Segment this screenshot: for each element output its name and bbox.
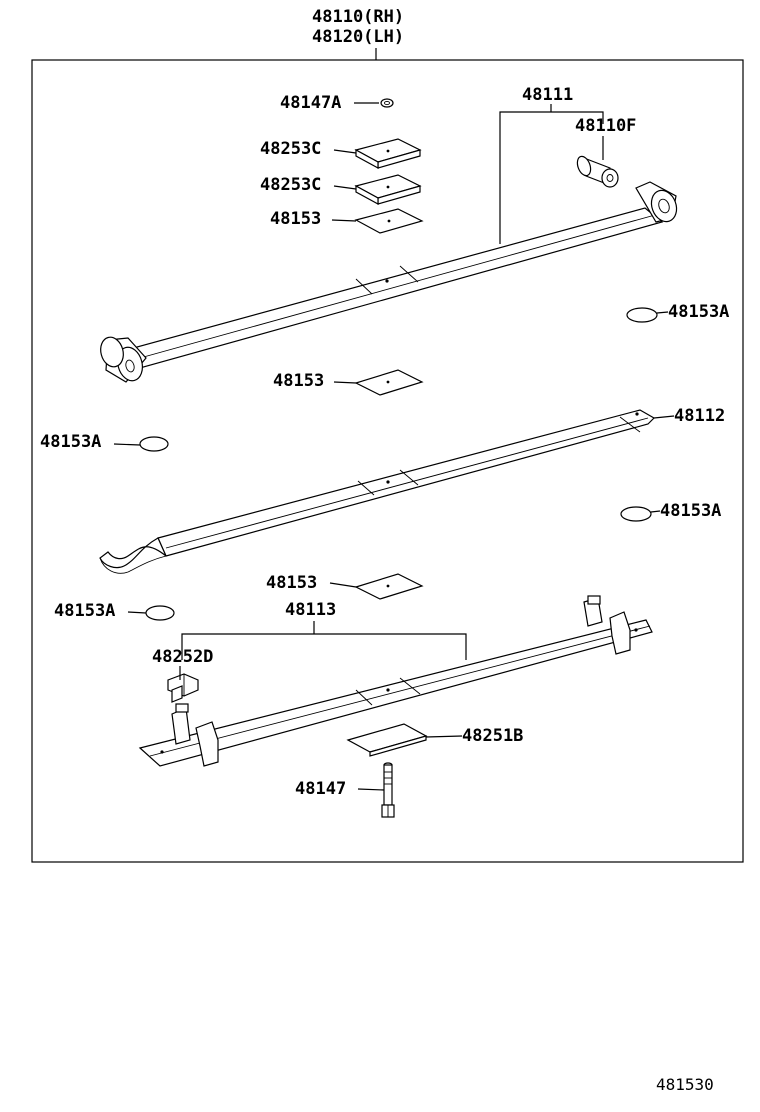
figure-code: 481530 xyxy=(656,1075,714,1094)
label-48111: 48111 xyxy=(522,85,573,105)
label-48147a: 48147A xyxy=(280,93,341,113)
spacer-48253c-upper[interactable] xyxy=(354,138,422,170)
leader-48251b xyxy=(425,735,463,738)
pad-48153a-right-lower[interactable] xyxy=(620,506,652,522)
label-48112: 48112 xyxy=(674,406,725,426)
leader-48153a-right-lower xyxy=(650,510,661,513)
leader-48112 xyxy=(653,415,675,419)
label-48252d: 48252D xyxy=(152,647,213,667)
label-48110f: 48110F xyxy=(575,116,636,136)
label-48153a-left-upper: 48153A xyxy=(40,432,101,452)
clip-48252d[interactable] xyxy=(167,673,199,703)
pad-48153-top[interactable] xyxy=(354,208,424,234)
assembly-number-rh: 48110(RH) xyxy=(312,7,404,27)
label-48153a-left-lower: 48153A xyxy=(54,601,115,621)
leader-48253c-lower xyxy=(333,185,357,190)
pad-48153a-left-lower[interactable] xyxy=(145,605,175,621)
diagram-frame xyxy=(31,59,744,863)
label-48153-lower: 48153 xyxy=(266,573,317,593)
leader-48147 xyxy=(357,788,385,791)
third-leaf-48113[interactable] xyxy=(138,595,653,767)
label-48153a-right-lower: 48153A xyxy=(660,501,721,521)
label-48153-top: 48153 xyxy=(270,209,321,229)
label-48153-middle: 48153 xyxy=(273,371,324,391)
label-48113: 48113 xyxy=(285,600,336,620)
pad-48153a-right-upper[interactable] xyxy=(626,307,658,323)
spacer-48253c-lower[interactable] xyxy=(354,174,422,206)
plate-48251b[interactable] xyxy=(346,723,428,757)
leader-48153-top xyxy=(331,219,357,222)
leader-48153-middle xyxy=(333,381,357,384)
center-bolt-48147[interactable] xyxy=(381,762,395,818)
label-48253c-lower: 48253C xyxy=(260,175,321,195)
label-48253c-upper: 48253C xyxy=(260,139,321,159)
leader-48253c-upper xyxy=(333,149,357,154)
label-48251b: 48251B xyxy=(462,726,523,746)
pad-48153-middle[interactable] xyxy=(354,369,424,396)
leader-48113 xyxy=(181,633,467,660)
leader-48153-lower xyxy=(329,582,357,588)
leader-48153a-right-upper xyxy=(656,311,669,314)
second-leaf-48112[interactable] xyxy=(99,409,655,574)
leader-48153a-left-upper xyxy=(113,443,141,446)
nut-48147a[interactable] xyxy=(380,98,394,108)
label-48147: 48147 xyxy=(295,779,346,799)
bushing-48110f[interactable] xyxy=(575,155,619,188)
assembly-number-lh: 48120(LH) xyxy=(312,27,404,47)
main-leaf-48111[interactable] xyxy=(97,181,680,384)
leader-48153a-left-lower xyxy=(127,611,147,614)
label-48153a-right-upper: 48153A xyxy=(668,302,729,322)
pad-48153-lower[interactable] xyxy=(354,573,424,600)
pad-48153a-left-upper[interactable] xyxy=(139,436,169,452)
